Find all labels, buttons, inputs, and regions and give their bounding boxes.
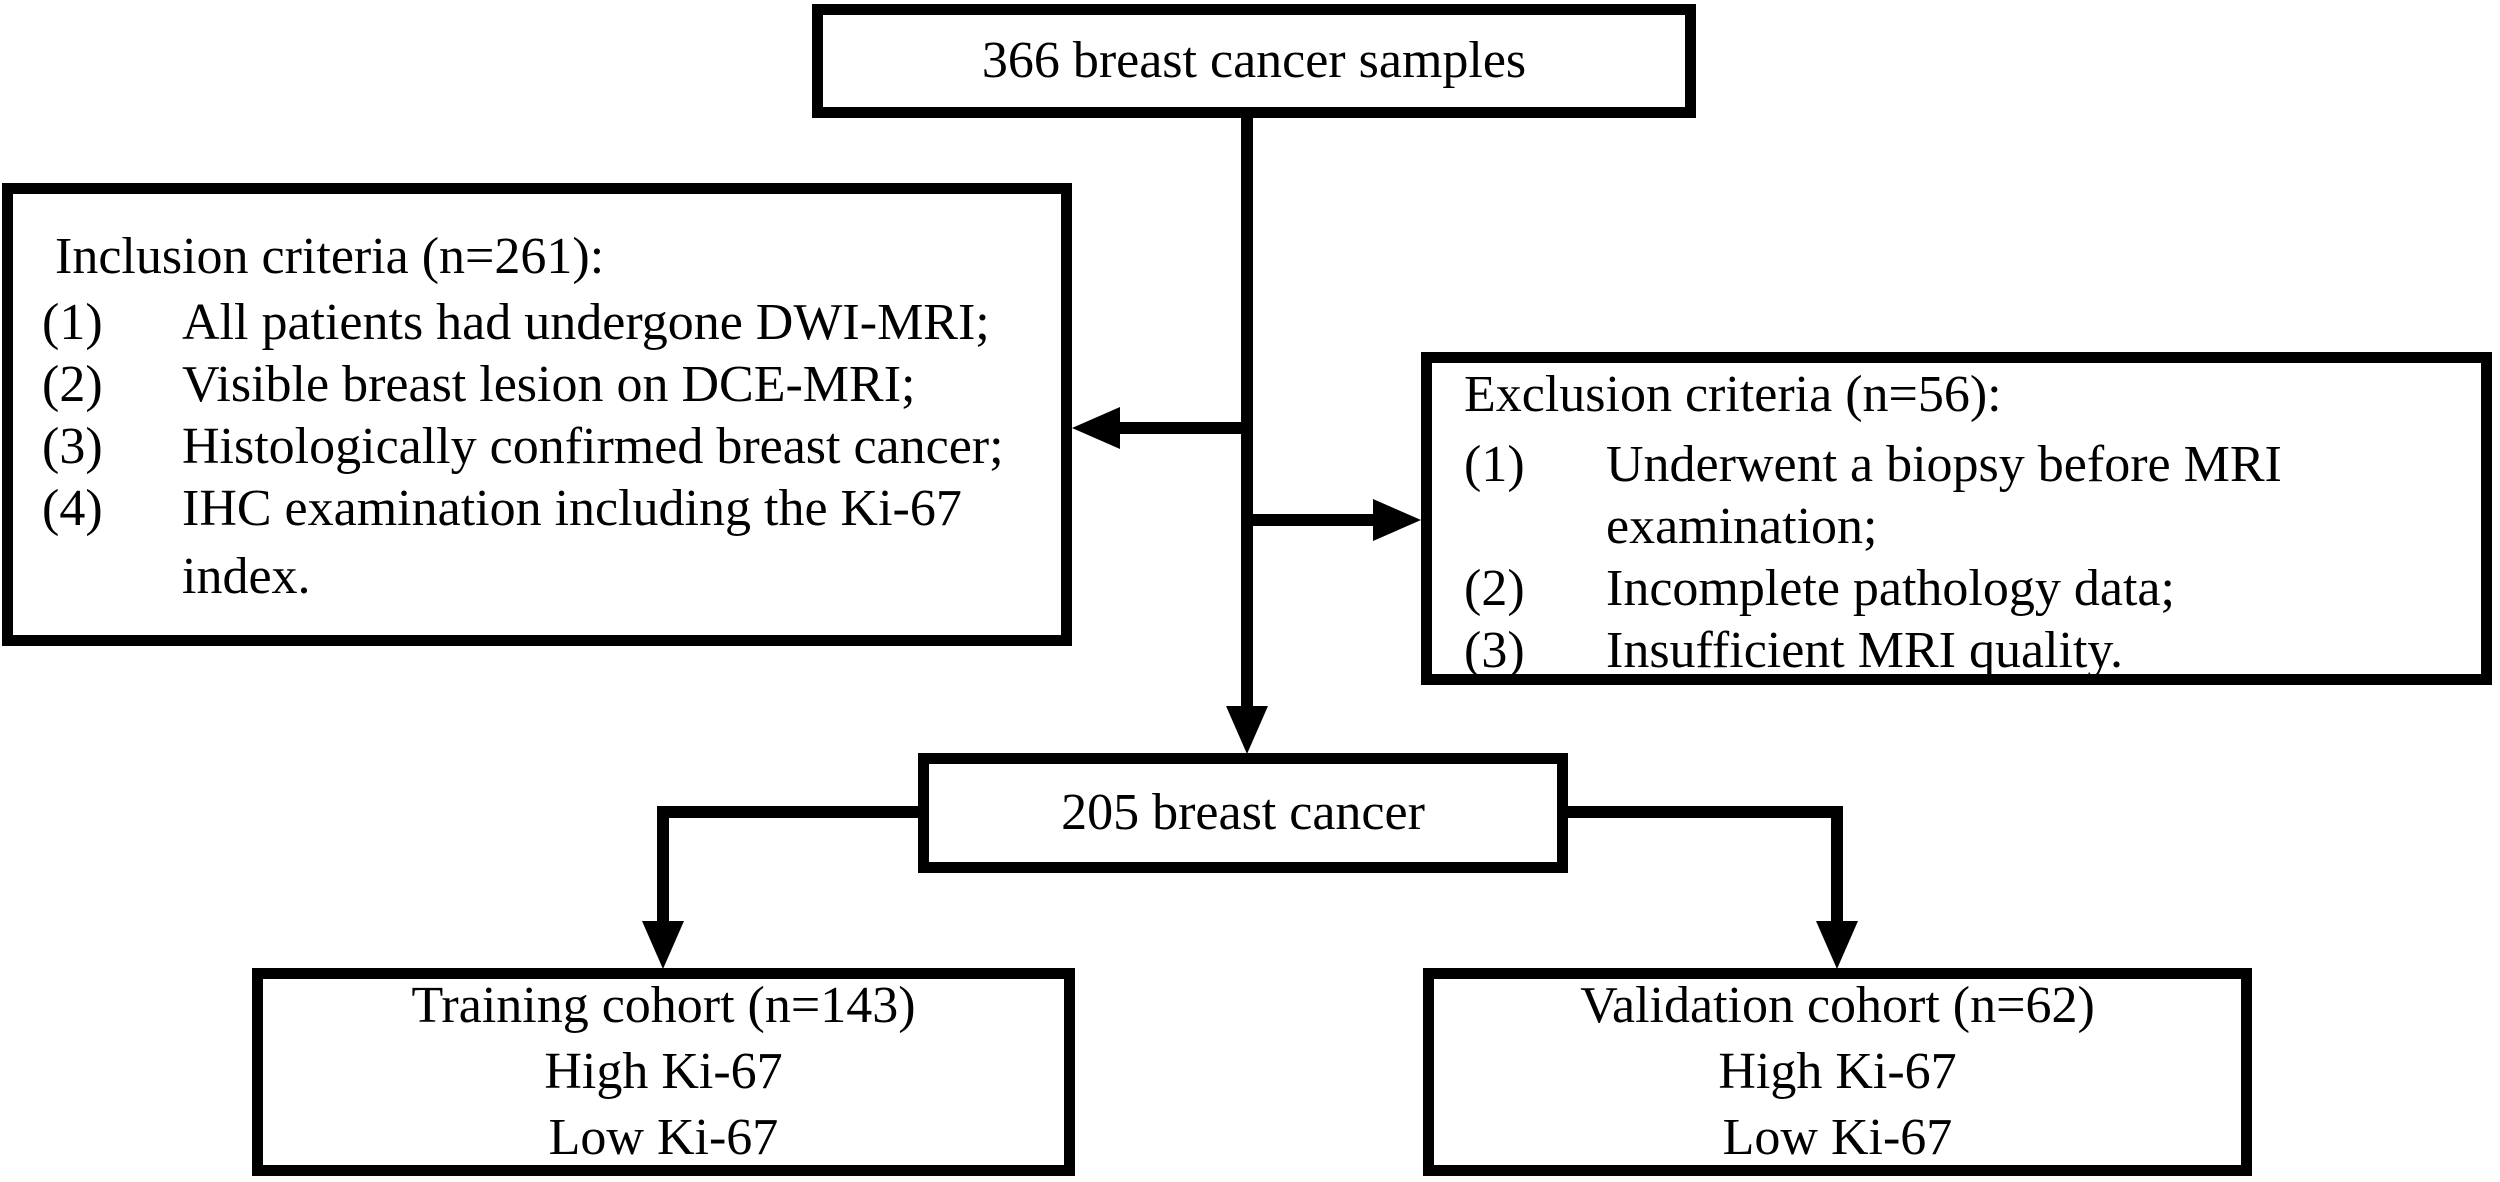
inclusion-item: (1) All patients had undergone DWI-MRI; bbox=[42, 292, 1053, 354]
connector-to-validation-horizontal bbox=[1568, 806, 1843, 818]
inclusion-item-number: (3) bbox=[42, 418, 103, 475]
inclusion-item-number bbox=[42, 546, 182, 608]
inclusion-item-text: All patients had undergone DWI-MRI; bbox=[182, 294, 990, 351]
inclusion-item-continuation: index. bbox=[42, 546, 1053, 608]
exclusion-item-number: (2) bbox=[1464, 560, 1525, 617]
exclusion-item: (1) Underwent a biopsy before MRI bbox=[1464, 434, 2473, 496]
arrow-left-icon bbox=[1072, 407, 1120, 449]
node-validation-cohort: Validation cohort (n=62) High Ki-67 Low … bbox=[1423, 968, 2252, 1176]
exclusion-item-text: Incomplete pathology data; bbox=[1606, 560, 2175, 617]
arrow-down-icon bbox=[1816, 921, 1858, 969]
inclusion-item-text: IHC examination including the Ki-67 bbox=[182, 480, 962, 537]
exclusion-item-text: Insufficient MRI quality. bbox=[1606, 622, 2124, 679]
inclusion-item-text: index. bbox=[182, 548, 311, 605]
inclusion-item-text: Histologically confirmed breast cancer; bbox=[182, 418, 1004, 475]
validation-cohort-title: Validation cohort (n=62) bbox=[1580, 977, 2095, 1034]
exclusion-item-number bbox=[1464, 496, 1606, 558]
arrow-down-icon bbox=[1226, 706, 1268, 754]
exclusion-item: (3) Insufficient MRI quality. bbox=[1464, 620, 2473, 682]
validation-cohort-low-ki67: Low Ki-67 bbox=[1722, 1109, 1953, 1166]
connector-to-training-horizontal bbox=[657, 806, 918, 818]
node-total-samples: 366 breast cancer samples bbox=[812, 4, 1696, 118]
inclusion-item-number: (1) bbox=[42, 294, 103, 351]
inclusion-item-number: (4) bbox=[42, 480, 103, 537]
arrow-right-icon bbox=[1373, 499, 1421, 541]
validation-cohort-high-ki67: High Ki-67 bbox=[1718, 1043, 1957, 1100]
training-cohort-low-ki67: Low Ki-67 bbox=[548, 1109, 779, 1166]
connector-to-validation-vertical bbox=[1831, 806, 1843, 922]
training-cohort-title: Training cohort (n=143) bbox=[411, 977, 916, 1034]
exclusion-item-number: (3) bbox=[1464, 622, 1525, 679]
connector-trunk-vertical bbox=[1241, 116, 1253, 710]
arrow-down-icon bbox=[642, 921, 684, 969]
connector-to-training-vertical bbox=[657, 806, 669, 922]
connector-to-inclusion bbox=[1112, 422, 1247, 434]
node-training-cohort: Training cohort (n=143) High Ki-67 Low K… bbox=[252, 968, 1075, 1176]
training-cohort-high-ki67: High Ki-67 bbox=[544, 1043, 783, 1100]
node-total-samples-label: 366 breast cancer samples bbox=[981, 32, 1527, 89]
inclusion-item-text: Visible breast lesion on DCE-MRI; bbox=[182, 356, 916, 413]
exclusion-item-continuation: examination; bbox=[1464, 496, 2473, 558]
inclusion-item-number: (2) bbox=[42, 356, 103, 413]
exclusion-item: (2) Incomplete pathology data; bbox=[1464, 558, 2473, 620]
exclusion-item-text: examination; bbox=[1606, 498, 1878, 555]
inclusion-criteria-title: Inclusion criteria (n=261): bbox=[55, 228, 605, 285]
connector-to-exclusion bbox=[1247, 514, 1377, 526]
inclusion-item: (4) IHC examination including the Ki-67 bbox=[42, 478, 1053, 540]
node-exclusion-criteria: Exclusion criteria (n=56): (1) Underwent… bbox=[1421, 352, 2492, 685]
node-included-samples: 205 breast cancer bbox=[918, 753, 1568, 873]
inclusion-item: (3) Histologically confirmed breast canc… bbox=[42, 416, 1053, 478]
node-inclusion-criteria: Inclusion criteria (n=261): (1) All pati… bbox=[2, 183, 1072, 646]
exclusion-criteria-title: Exclusion criteria (n=56): bbox=[1464, 366, 2002, 423]
exclusion-item-text: Underwent a biopsy before MRI bbox=[1606, 436, 2282, 493]
node-included-samples-label: 205 breast cancer bbox=[1061, 784, 1425, 841]
inclusion-item: (2) Visible breast lesion on DCE-MRI; bbox=[42, 354, 1053, 416]
exclusion-item-number: (1) bbox=[1464, 436, 1525, 493]
